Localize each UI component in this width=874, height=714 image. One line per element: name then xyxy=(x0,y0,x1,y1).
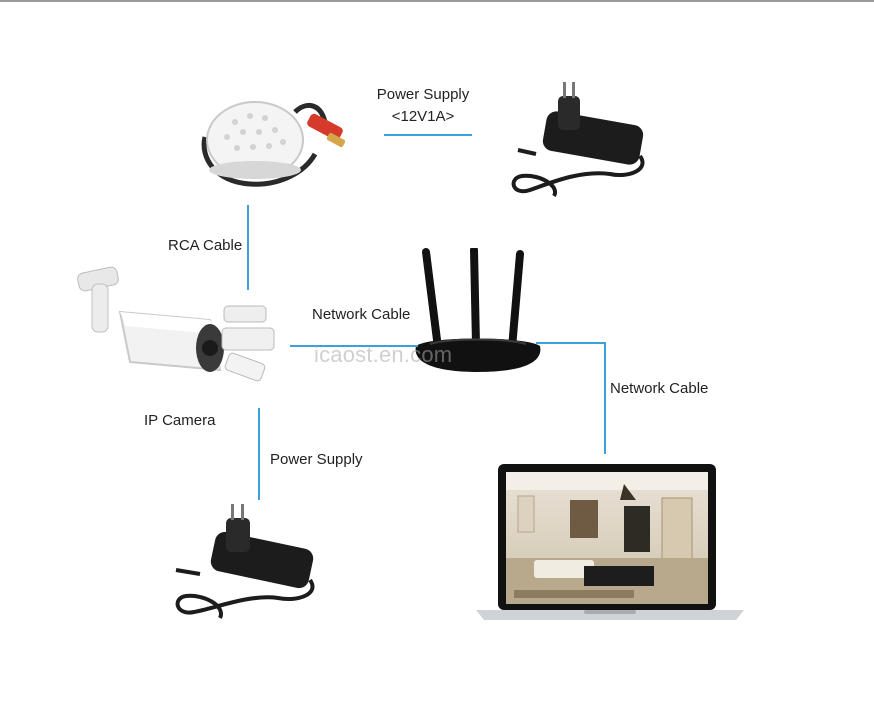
watermark: icaost.en.com xyxy=(314,342,452,368)
ip-camera-label: IP Camera xyxy=(144,412,215,429)
laptop-icon xyxy=(474,462,746,627)
power-supply-spec-text: <12V1A> xyxy=(368,106,478,128)
connector-mic-to-adapter xyxy=(384,134,472,136)
power-adapter-bottom-icon xyxy=(170,500,330,630)
microphone-icon xyxy=(195,92,365,197)
rca-cable-label: RCA Cable xyxy=(168,237,242,254)
power-supply-bottom-label: Power Supply xyxy=(270,451,363,468)
power-supply-top-label: Power Supply <12V1A> xyxy=(368,84,478,128)
network-cable-right-label: Network Cable xyxy=(610,380,708,397)
network-cable-left-label: Network Cable xyxy=(312,306,410,323)
connector-router-to-laptop-h xyxy=(536,342,606,344)
connector-mic-to-camera xyxy=(247,205,249,290)
top-divider xyxy=(0,0,874,2)
connector-camera-to-adapter xyxy=(258,408,260,500)
connector-router-to-laptop-v xyxy=(604,342,606,454)
power-supply-top-text: Power Supply xyxy=(368,84,478,106)
power-adapter-icon xyxy=(500,78,660,208)
